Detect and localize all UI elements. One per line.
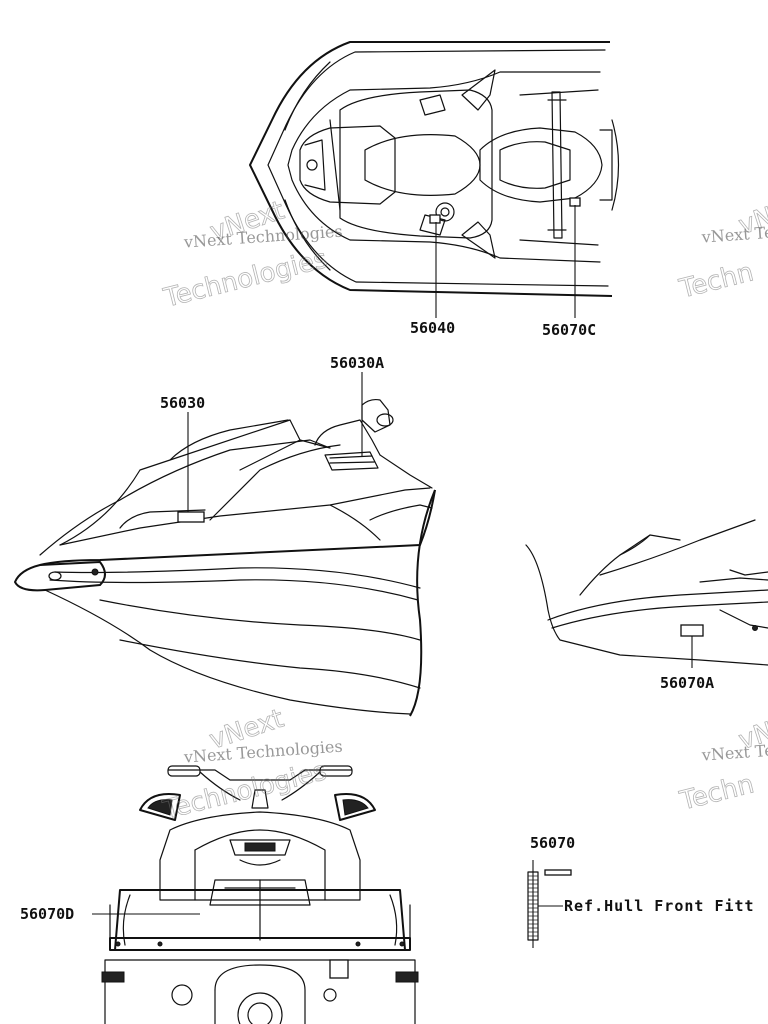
hull-front-fitting-detail: [527, 860, 572, 948]
watermark-right-bottom: vNext Te vNe Techn: [676, 711, 768, 817]
watermark-top: vNext vNext Technologies Technologies: [160, 195, 343, 314]
svg-text:Techn: Techn: [676, 769, 757, 816]
watermark-right-top: vNext Te vNe Techn: [675, 196, 768, 305]
label-56070a: 56070A: [660, 674, 714, 692]
label-56030: 56030: [160, 394, 205, 412]
side-view-watercraft: [14, 398, 436, 717]
label-56070c: 56070C: [542, 321, 596, 339]
svg-text:Technologies: Technologies: [160, 244, 330, 314]
label-56070d: 56070D: [20, 905, 74, 923]
svg-text:vNext Te: vNext Te: [700, 223, 768, 247]
top-view-watercraft: [249, 41, 620, 297]
svg-text:Techn: Techn: [676, 257, 757, 304]
label-56030a: 56030A: [330, 354, 384, 372]
watermark-bottom: vNext vNext Technologies Technologies: [159, 703, 343, 826]
reference-hull-front-fitting: Ref.Hull Front Fitt: [564, 897, 755, 915]
rear-view-watercraft: [101, 765, 419, 1024]
rear-side-partial-view: [525, 519, 768, 666]
label-56040: 56040: [410, 319, 455, 337]
svg-text:Technologies: Technologies: [159, 756, 329, 826]
label-56070: 56070: [530, 834, 575, 852]
svg-text:vNext Te: vNext Te: [700, 741, 768, 765]
